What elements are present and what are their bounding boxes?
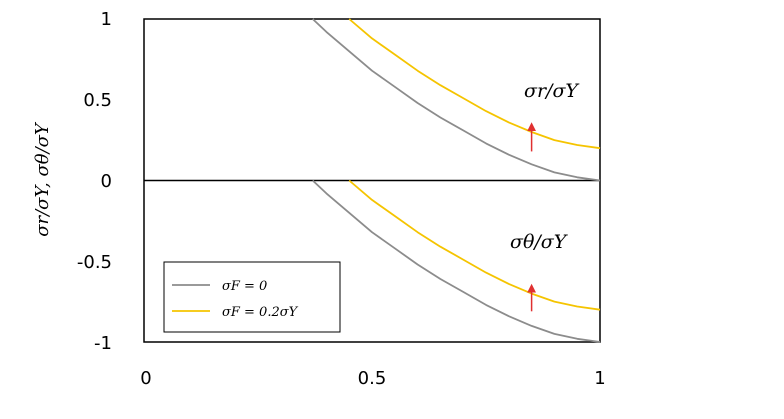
x-tick-label: 0.5 (358, 368, 387, 389)
legend: σF = 0 σF = 0.2σY (163, 261, 341, 333)
series-line-hoop-2 (312, 179, 601, 343)
y-tick-label: -0.5 (77, 252, 112, 273)
x-tick-label: 1 (594, 368, 605, 389)
series-line-radial-0 (312, 18, 601, 182)
radial-stress-annotation: σr/σY (524, 80, 580, 102)
hoop-stress-annotation: σθ/σY (510, 231, 569, 253)
legend-box (163, 261, 341, 333)
y-tick-label: 0 (101, 171, 112, 192)
series-layer (312, 18, 601, 343)
y-axis-label: σr/σY, σθ/σY (32, 121, 53, 237)
series-line-radial-1 (348, 18, 601, 150)
y-tick-label: -1 (94, 333, 112, 354)
legend-label: σF = 0.2σY (222, 305, 299, 320)
legend-label: σF = 0 (222, 279, 267, 294)
y-tick-labels: 1 0.5 0 -0.5 -1 (77, 9, 112, 354)
x-tick-labels: 0 0.5 1 (140, 368, 605, 389)
series-line-hoop-3 (348, 179, 601, 311)
y-tick-label: 1 (101, 9, 112, 30)
y-tick-label: 0.5 (83, 90, 112, 111)
x-tick-label: 0 (140, 368, 151, 389)
